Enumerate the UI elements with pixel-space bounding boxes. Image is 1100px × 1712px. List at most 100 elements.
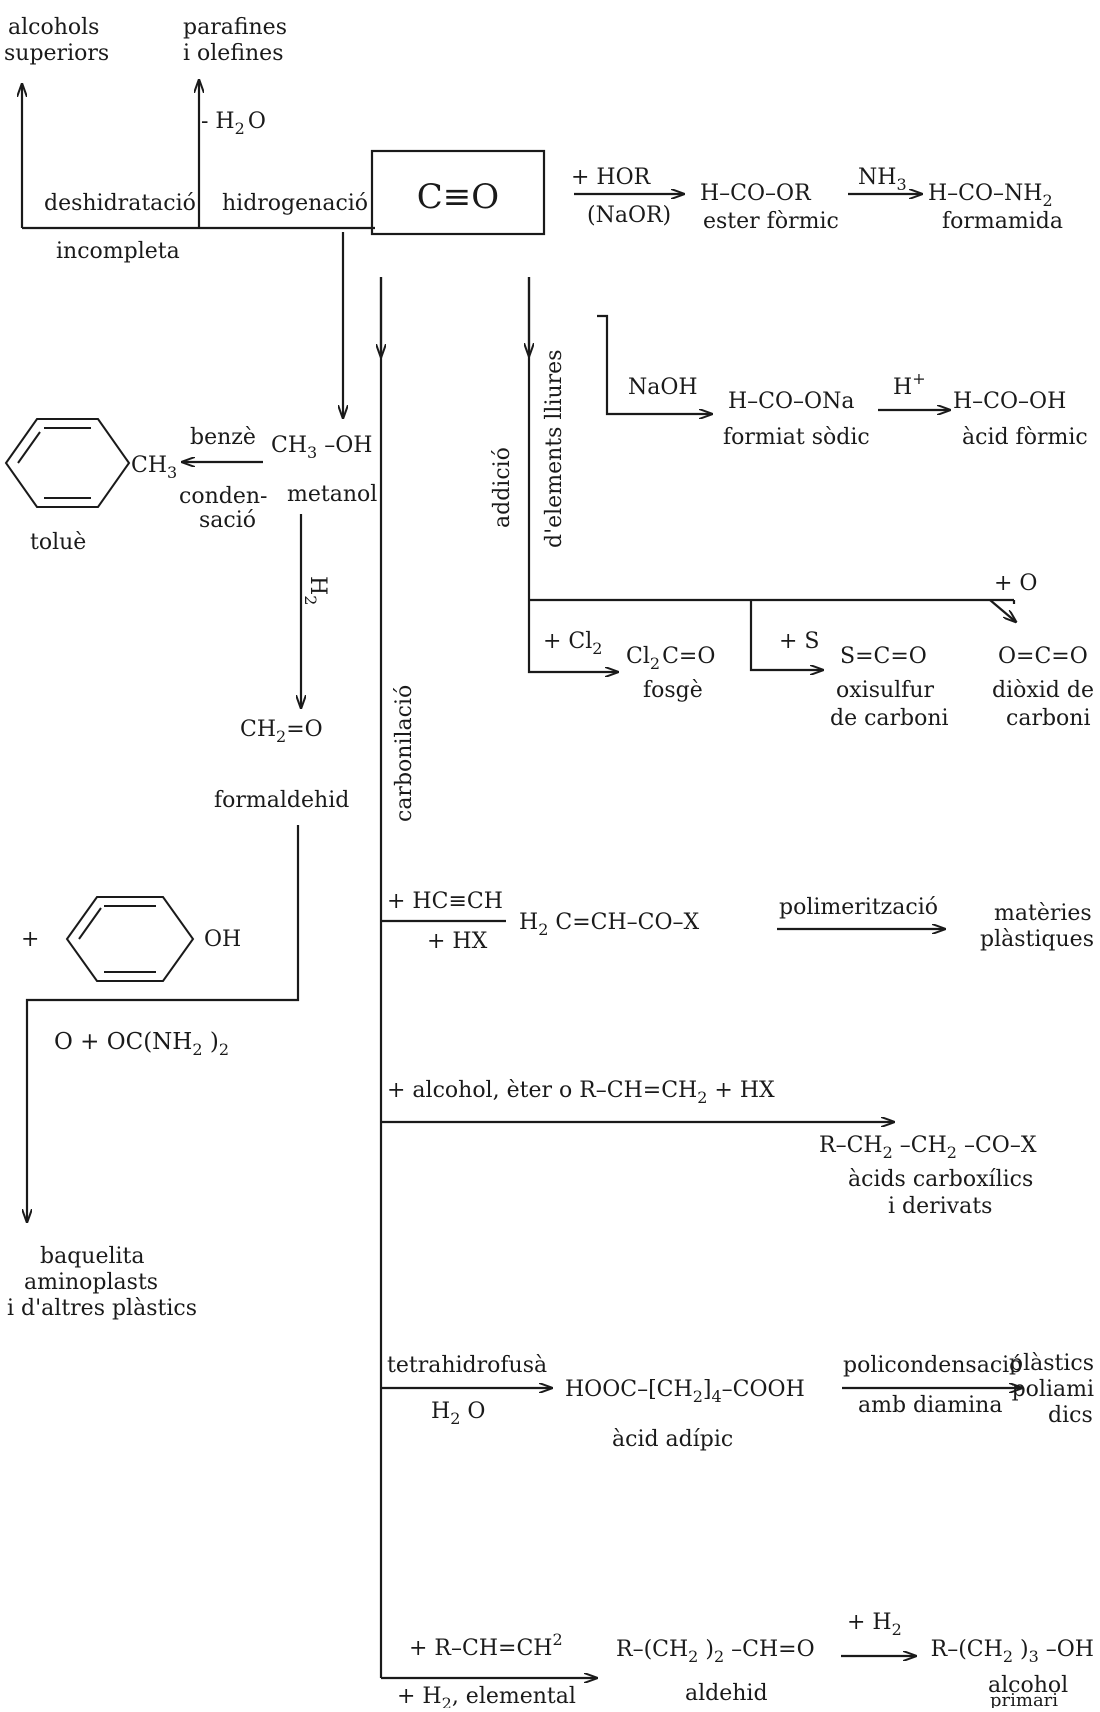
chlorine-reagent: + Cl2	[543, 629, 602, 658]
phenol-hexagon	[65, 896, 195, 982]
toluene-ring	[4, 418, 131, 508]
polymerization-label: polimerització	[779, 895, 938, 920]
acrylic-formula: H2 C=CH–CO–X	[519, 910, 700, 939]
condensation-line2: sació	[199, 508, 256, 533]
hydrogen-reagent: H2	[301, 576, 330, 605]
carbonylation-label: carbonilació	[392, 685, 417, 822]
water-reagent: H2 O	[431, 1399, 485, 1428]
methanol-branch: CH3 –OH metanol benzè conden- sació CH3 …	[4, 232, 377, 708]
sulfur-arrow	[749, 600, 823, 670]
thf-reagent: tetrahidrofusà	[387, 1353, 547, 1378]
formaldehyde-branch: CH2=O formaldehid + OH O + OC(NH2 )2 baq…	[7, 717, 349, 1321]
formaldehyde-formula: CH2=O	[240, 717, 323, 746]
primary-alcohol-line2: primari	[990, 1690, 1058, 1708]
incomplete-label: incompleta	[56, 239, 180, 264]
nh3-reagent: NH3	[858, 165, 907, 194]
formic-ester-branch: + HOR (NaOR) H–CO–OR ester fòrmic NH3 H–…	[571, 165, 1063, 234]
hplus-reagent: H+	[893, 369, 926, 400]
phenol-double-bond-3	[78, 907, 102, 940]
hydrogen-elemental-reagent: + H2, elemental	[397, 1684, 576, 1708]
phenol-oh: OH	[204, 927, 241, 952]
cos-name-line2: de carboni	[830, 706, 949, 731]
plastics-line3: i d'altres plàstics	[7, 1296, 197, 1321]
h2-reagent: + H2	[847, 1610, 902, 1639]
addition-label: addició	[490, 447, 515, 528]
toluene-double-bond-3	[17, 431, 41, 464]
diamine-label: amb diamina	[858, 1393, 1002, 1418]
polyamide-line2: poliami	[1012, 1377, 1094, 1402]
acid-formula: H–CO–OH	[953, 389, 1066, 414]
formic-acid-branch: NaOH H–CO–ONa formiat sòdic H+ H–CO–OH à…	[597, 314, 1088, 450]
adipic-formula: HOOC–[CH2]4–COOH	[565, 1377, 805, 1406]
urea-reagent: O + OC(NH2 )2	[54, 1029, 229, 1059]
free-elements-label: d'elements lliures	[542, 350, 567, 548]
carboxylic-name-line1: àcids carboxílics	[848, 1167, 1033, 1192]
plastics-line2: aminoplasts	[24, 1270, 158, 1295]
sulfur-reagent: + S	[779, 629, 820, 654]
polycondensation-label: policondensació	[843, 1353, 1022, 1378]
methanol-formula: CH3 –OH	[271, 433, 372, 462]
alcohols-label-line2: superiors	[4, 41, 109, 66]
primary-alcohol-line1: alcohol	[988, 1673, 1068, 1698]
paraffins-label-line2: i olefines	[183, 41, 283, 66]
aldehyde-formula: R–(CH2 )2 –CH=O	[616, 1637, 815, 1666]
ester-name: ester fòrmic	[703, 209, 839, 234]
oxygen-arrow	[989, 599, 1016, 622]
cos-formula: S=C=O	[840, 644, 927, 669]
toluene-ch3: CH3	[131, 453, 177, 482]
chlorine-arrow	[527, 600, 618, 672]
co2-formula: O=C=O	[998, 644, 1088, 669]
carboxylic-name-line2: i derivats	[888, 1194, 992, 1219]
plastics-arrow	[27, 825, 300, 1222]
co2-name-line2: carboni	[1006, 706, 1091, 731]
carbonylation-branch: carbonilació + HC≡CH + HX H2 C=CH–CO–X p…	[381, 277, 1094, 1712]
phosgene-name: fosgè	[643, 678, 703, 703]
polyamide-line3: dics	[1048, 1403, 1093, 1428]
alcohols-label-line1: alcohols	[8, 15, 99, 40]
top-left-branch: alcohols superiors parafines i olefines …	[4, 15, 375, 264]
free-elements-branch: addició d'elements lliures + O + Cl2 Cl2…	[490, 277, 1094, 731]
plastics-result-line1: matèries	[994, 901, 1092, 926]
toluene-hexagon	[4, 418, 131, 508]
hx-reagent: + HX	[427, 929, 488, 954]
formate-formula: H–CO–ONa	[728, 389, 854, 414]
phenol-ring	[65, 896, 195, 982]
condensation-line1: conden-	[179, 484, 267, 509]
toluene-name: toluè	[30, 530, 86, 555]
phosgene-formula: Cl2C=O	[626, 644, 715, 673]
carboxylic-formula: R–CH2 –CH2 –CO–X	[819, 1133, 1037, 1162]
plastics-result-line2: plàstiques	[980, 927, 1094, 952]
formate-name: formiat sòdic	[723, 425, 870, 450]
amide-name: formamida	[942, 209, 1063, 234]
formaldehyde-name: formaldehid	[214, 788, 349, 813]
hor-reagent: + HOR	[571, 165, 652, 190]
hydrogenation-label: hidrogenació	[222, 191, 368, 216]
co-formula: C≡O	[417, 177, 499, 217]
plastics-line1: baquelita	[40, 1244, 145, 1269]
acid-name: àcid fòrmic	[962, 425, 1088, 450]
co2-name-line1: diòxid de	[992, 678, 1094, 703]
naoh-arrow	[597, 314, 712, 414]
plus-sign: +	[21, 927, 39, 952]
methanol-name: metanol	[287, 482, 377, 507]
benzene-reagent: benzè	[190, 425, 256, 450]
naoh-reagent: NaOH	[628, 375, 698, 400]
paraffins-label-line1: parafines	[183, 15, 287, 40]
primary-alcohol-formula: R–(CH2 )3 –OH	[931, 1637, 1094, 1666]
ester-formula: H–CO–OR	[700, 181, 812, 206]
cos-name-line1: oxisulfur	[836, 678, 934, 703]
adipic-name: àcid adípic	[612, 1427, 733, 1452]
amide-formula: H–CO–NH2	[928, 181, 1053, 210]
co-box-frame	[370, 149, 546, 236]
acetylene-reagent: + HC≡CH	[387, 889, 503, 914]
olefin-reagent: + R–CH=CH2	[409, 1630, 563, 1661]
alcohol-ether-reagent: + alcohol, èter o R–CH=CH2 + HX	[387, 1078, 775, 1107]
naor-reagent: (NaOR)	[587, 203, 671, 228]
oxygen-reagent: + O	[994, 571, 1037, 596]
carbon-monoxide-box: C≡O	[370, 149, 546, 236]
polyamide-line1: plàstics	[1009, 1351, 1094, 1376]
dehydration-label: deshidratació	[44, 191, 196, 216]
